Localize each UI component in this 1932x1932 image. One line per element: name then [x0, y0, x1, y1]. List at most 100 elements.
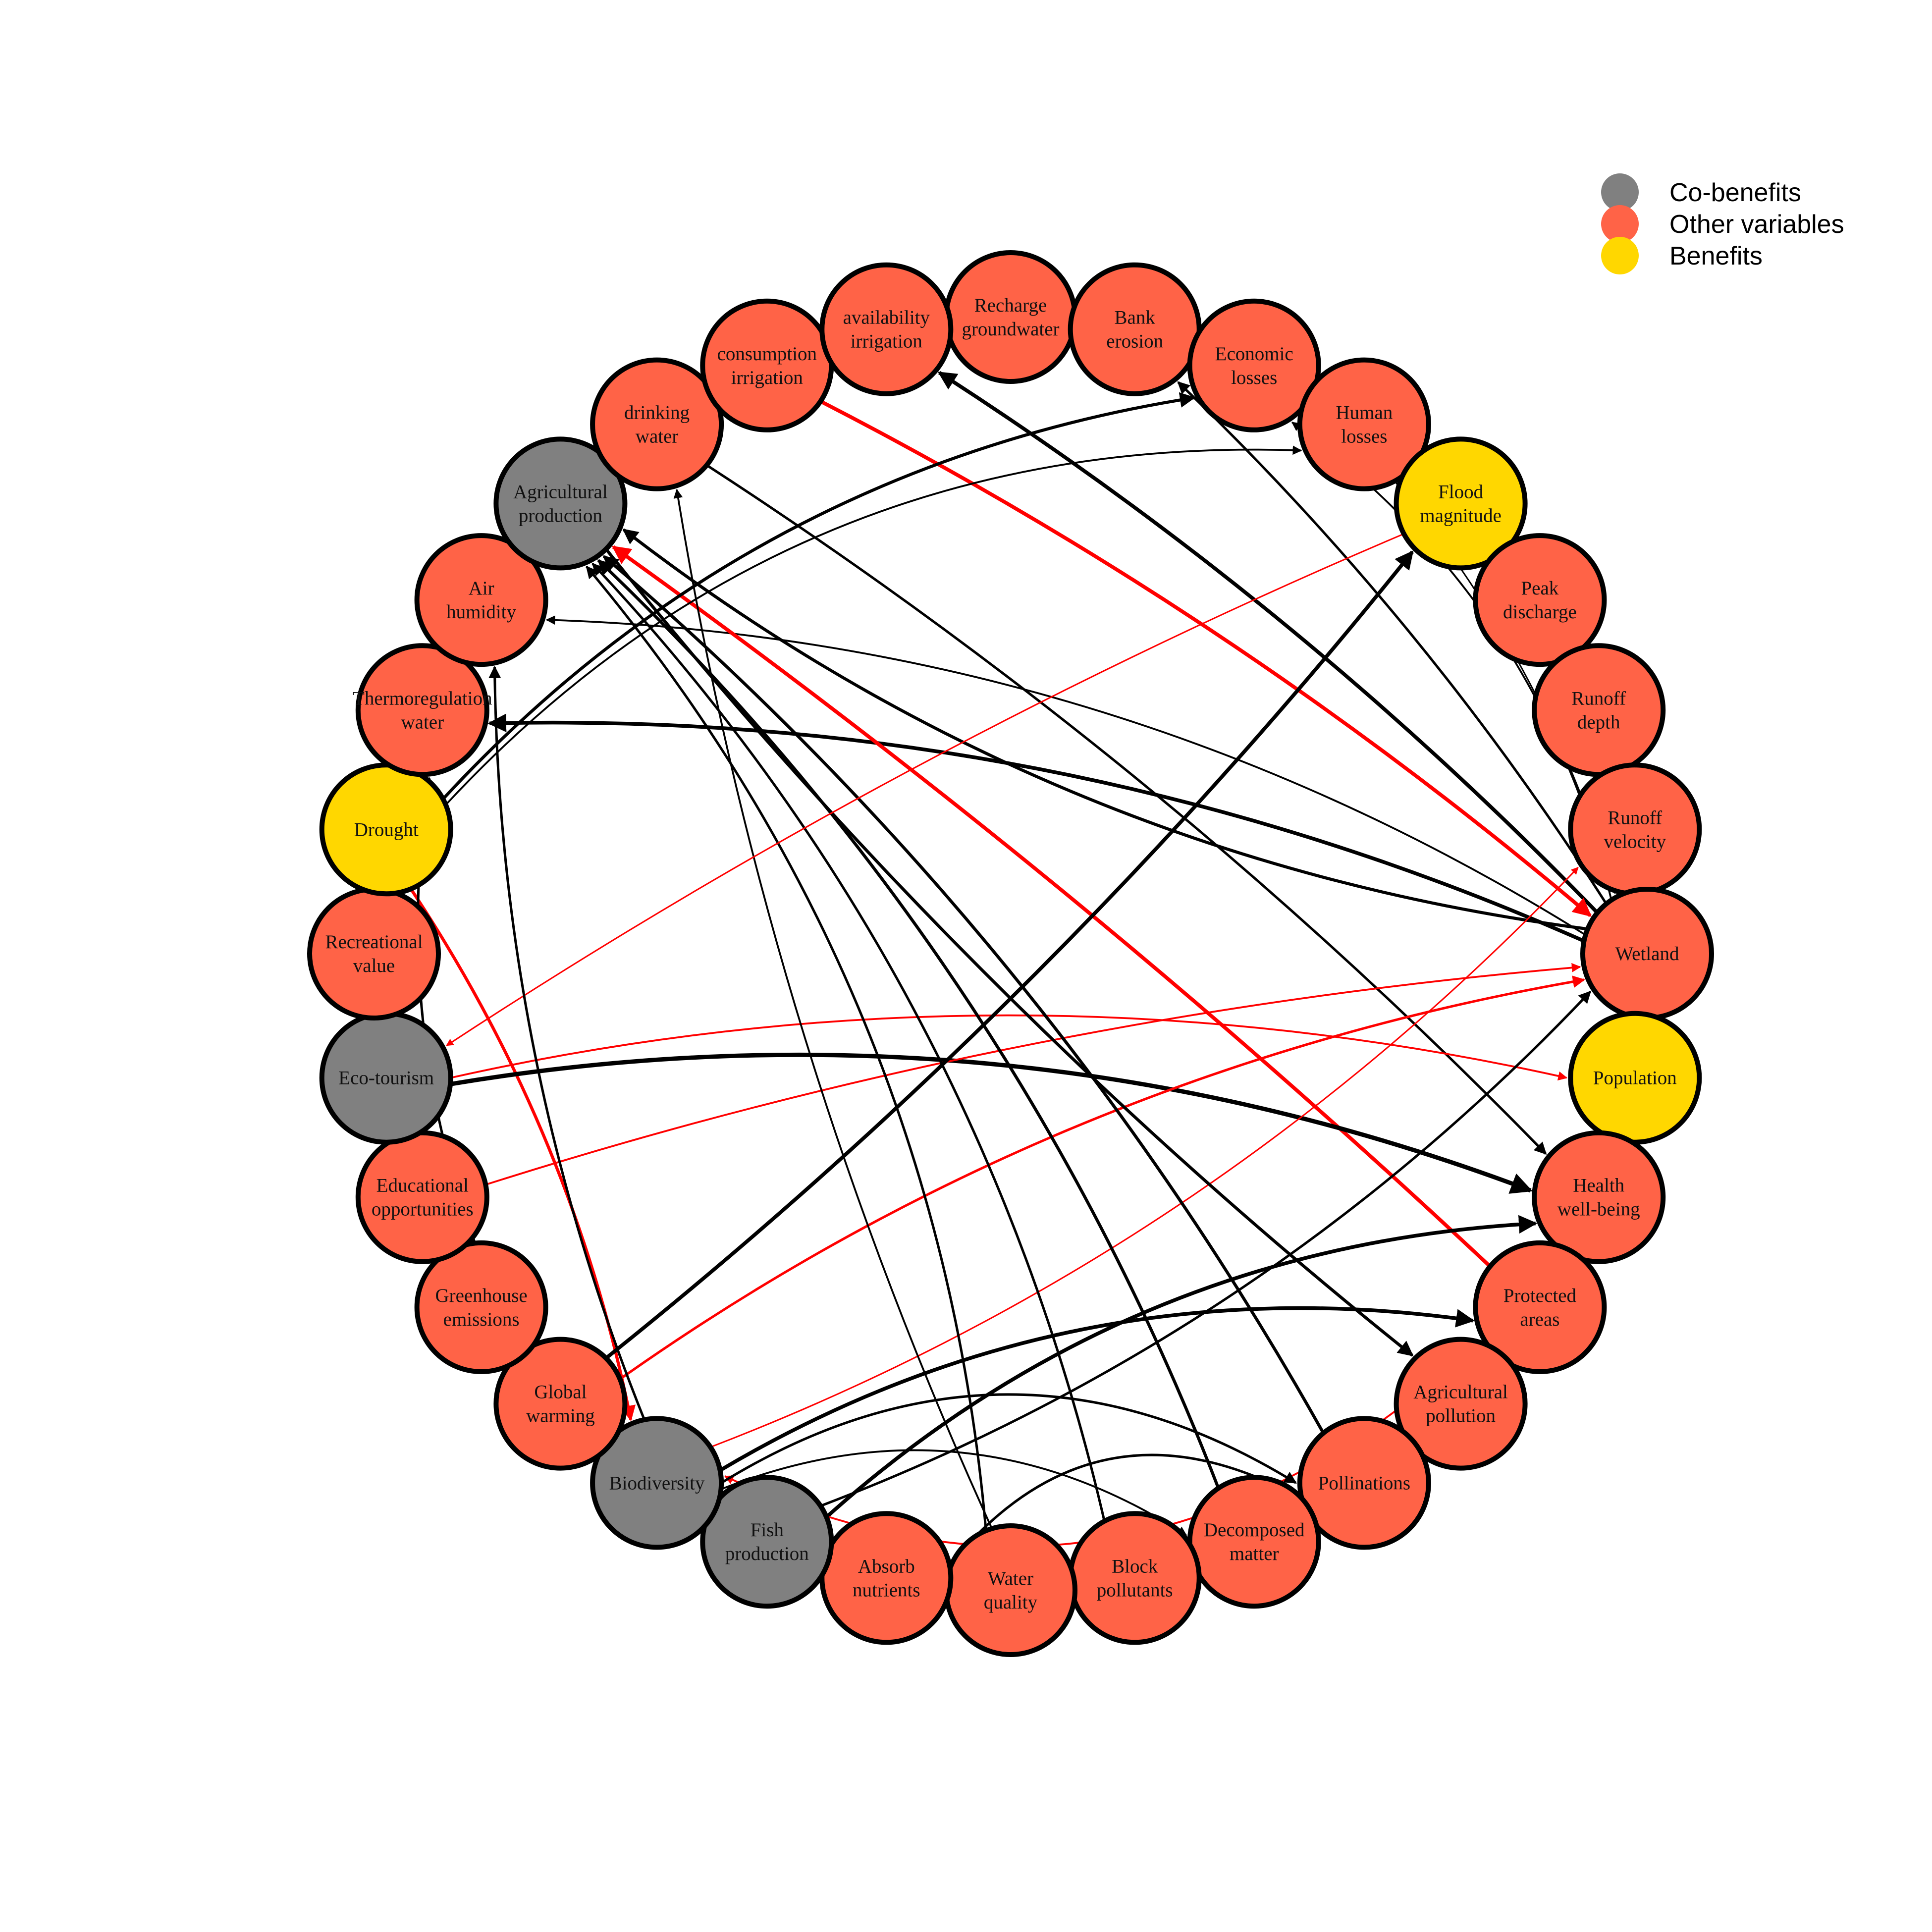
node-label: losses	[1341, 426, 1387, 447]
node-label: Runoff	[1608, 807, 1662, 828]
node-label: water	[636, 426, 679, 447]
node-label: Protected	[1503, 1285, 1577, 1306]
edge-agprod-to-agpoll	[604, 548, 1414, 1357]
legend-swatch	[1601, 237, 1639, 274]
node-circle	[1297, 1416, 1431, 1550]
node-label: Agricultural	[1413, 1382, 1508, 1403]
legend-label: Other variables	[1669, 210, 1844, 239]
edge-wetland-to-agprod	[622, 528, 1588, 931]
node-pollin: Pollinations	[1297, 1416, 1431, 1550]
node-label: consumption	[717, 343, 817, 365]
node-circle	[700, 1475, 834, 1609]
node-label: Fish	[751, 1519, 784, 1541]
node-circle	[493, 1337, 628, 1471]
edge-flood-to-eco	[446, 533, 1404, 1046]
edge-pollin-to-agprod	[602, 555, 1325, 1434]
node-circle	[1187, 1475, 1321, 1609]
edge-wetland-to-avail	[937, 371, 1599, 914]
node-label: Air	[469, 578, 494, 599]
edge-bio-to-decomp	[720, 1449, 1187, 1536]
node-circle	[414, 1240, 548, 1374]
node-circle	[1394, 1337, 1528, 1471]
node-circle	[1473, 533, 1607, 667]
node-label: Health	[1573, 1175, 1624, 1196]
node-wetland: Wetland	[1580, 887, 1714, 1020]
edge-gw-to-wetland	[619, 975, 1585, 1380]
edge-drought-to-human	[445, 445, 1302, 805]
edge-edu-to-wetland	[485, 963, 1581, 1186]
node-circle	[819, 1511, 954, 1645]
legend-label: Co-benefits	[1669, 178, 1801, 207]
node-flood: Flood magnitude	[1394, 436, 1528, 571]
node-protected: Protected areas	[1473, 1240, 1607, 1374]
node-label: Eco-tourism	[338, 1068, 434, 1089]
node-circle	[1068, 262, 1202, 396]
edge-absorb-to-pollin	[948, 1453, 1298, 1566]
node-label: humidity	[446, 601, 516, 623]
edge-wq-to-agprod	[586, 565, 987, 1531]
edge-wq-to-drink	[673, 488, 993, 1529]
node-bio: Biodiversity	[590, 1416, 724, 1550]
node-label: production	[725, 1543, 809, 1564]
node-label: velocity	[1604, 831, 1666, 852]
node-label: Decomposed	[1204, 1519, 1305, 1541]
node-label: Recreational	[325, 931, 423, 953]
node-circle	[1532, 1130, 1666, 1264]
node-label: Pollinations	[1318, 1472, 1410, 1494]
node-label: discharge	[1503, 601, 1577, 623]
node-label: nutrients	[853, 1579, 920, 1601]
node-circle	[819, 262, 954, 396]
node-circle	[700, 298, 834, 432]
node-pop: Population	[1568, 1011, 1702, 1145]
node-label: Global	[534, 1382, 587, 1403]
edge-bio-to-pollin	[720, 1393, 1297, 1484]
node-label: pollution	[1426, 1405, 1496, 1427]
edge-protected-to-agprod	[611, 545, 1492, 1268]
node-label: warming	[526, 1405, 595, 1427]
node-label: irrigation	[851, 331, 922, 352]
node-circle	[414, 533, 548, 667]
node-label: value	[353, 955, 395, 976]
edge-gw-to-flood	[604, 550, 1414, 1360]
node-rvel: Runoff velocity	[1568, 762, 1702, 897]
edge-eco-to-health	[450, 1052, 1533, 1194]
node-circle	[355, 643, 489, 777]
node-label: pollutants	[1097, 1579, 1173, 1601]
node-eco: Eco-tourism	[319, 1011, 453, 1145]
node-label: areas	[1520, 1309, 1559, 1330]
node-circle	[1568, 762, 1702, 897]
edge-bio-to-rvel	[710, 866, 1579, 1448]
node-label: Flood	[1438, 481, 1484, 502]
node-circle	[1068, 1511, 1202, 1645]
node-circle	[355, 1130, 489, 1264]
node-label: magnitude	[1420, 505, 1502, 526]
legend-swatch	[1601, 205, 1639, 243]
node-label: Educational	[376, 1175, 469, 1196]
edge-fish-to-health	[825, 1215, 1538, 1519]
edge-drink-to-health	[706, 464, 1547, 1155]
node-label: quality	[984, 1592, 1038, 1613]
node-label: drinking	[624, 402, 690, 424]
node-label: groundwater	[962, 319, 1059, 340]
legend-swatch	[1601, 173, 1639, 211]
node-label: water	[401, 711, 444, 733]
edge-cons-to-wetland	[819, 399, 1592, 917]
node-drought: Drought	[319, 762, 453, 897]
edge-wetland-to-thermo	[487, 713, 1585, 943]
node-circle	[1297, 357, 1431, 491]
edge-block-to-agprod	[591, 563, 1106, 1522]
node-label: production	[519, 505, 602, 526]
